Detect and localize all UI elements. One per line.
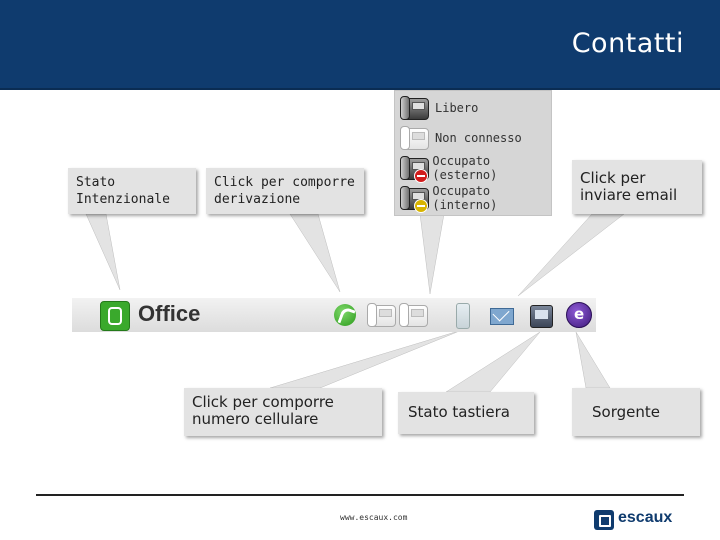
phone-dark-icon: [399, 95, 429, 121]
callout-stato-tastiera: Stato tastiera: [398, 392, 534, 434]
callout-stato-intenzionale: Stato Intenzionale: [68, 168, 196, 214]
slide-header: Contatti: [0, 0, 720, 90]
escaux-mark-icon: [594, 510, 614, 530]
footer-url: www.escaux.com: [340, 513, 408, 522]
pointer-email: [517, 213, 625, 297]
callout-comporre-derivazione: Click per comporre derivazione: [206, 168, 364, 214]
legend-label: Non connesso: [435, 131, 522, 145]
phone-busy-internal-icon: [399, 185, 429, 213]
callout-comporre-cellulare: Click per comporre numero cellulare: [184, 388, 382, 436]
mobile-icon[interactable]: [456, 303, 470, 329]
email-icon[interactable]: [488, 302, 514, 328]
escaux-logo-text: escaux: [618, 509, 673, 526]
pointer-derivazione: [289, 213, 341, 293]
contact-name: Office: [138, 301, 201, 326]
callout-sorgente-text: Sorgente: [592, 403, 660, 421]
phone-busy-external-icon: [399, 155, 429, 183]
call-icon[interactable]: [334, 304, 356, 326]
escaux-logo: escaux: [594, 508, 686, 532]
pointer-cellulare: [269, 329, 463, 389]
callout-comporre-cellulare-text: Click per comporre numero cellulare: [192, 393, 334, 428]
footer-divider: [36, 494, 684, 496]
legend-item-occupato-interno: Occupato (interno): [399, 184, 551, 213]
slide-title: Contatti: [571, 28, 684, 59]
phone-icon[interactable]: [366, 302, 396, 328]
legend-label: Libero: [435, 101, 479, 115]
pointer-sorgente: [575, 331, 611, 389]
legend-item-occupato-esterno: Occupato (esterno): [399, 154, 551, 183]
phone-icon[interactable]: [398, 302, 428, 328]
phone-light-icon: [399, 125, 429, 151]
source-icon: [566, 302, 592, 328]
pointer-tastiera: [445, 331, 541, 393]
office-status-icon[interactable]: [100, 301, 130, 331]
pointer-stato-intenzionale: [85, 213, 121, 291]
legend-label: Occupato (esterno): [432, 154, 498, 182]
callout-inviare-email-text: Click per inviare email: [580, 169, 678, 204]
callout-stato-tastiera-text: Stato tastiera: [408, 403, 510, 421]
legend-item-non-connesso: Non connesso: [399, 124, 522, 152]
legend-item-libero: Libero: [399, 94, 478, 122]
callout-sorgente: Sorgente: [572, 388, 700, 436]
callout-comporre-derivazione-text: Click per comporre derivazione: [214, 175, 355, 207]
callout-inviare-email: Click per inviare email: [572, 160, 702, 214]
keypad-icon: [528, 302, 554, 328]
legend-label: Occupato (interno): [432, 184, 498, 212]
pointer-legend: [419, 213, 445, 295]
contact-toolbar: Office: [72, 298, 596, 332]
status-legend: Libero Non connesso Occupato (esterno) O…: [394, 90, 552, 216]
callout-stato-intenzionale-text: Stato Intenzionale: [76, 175, 170, 207]
